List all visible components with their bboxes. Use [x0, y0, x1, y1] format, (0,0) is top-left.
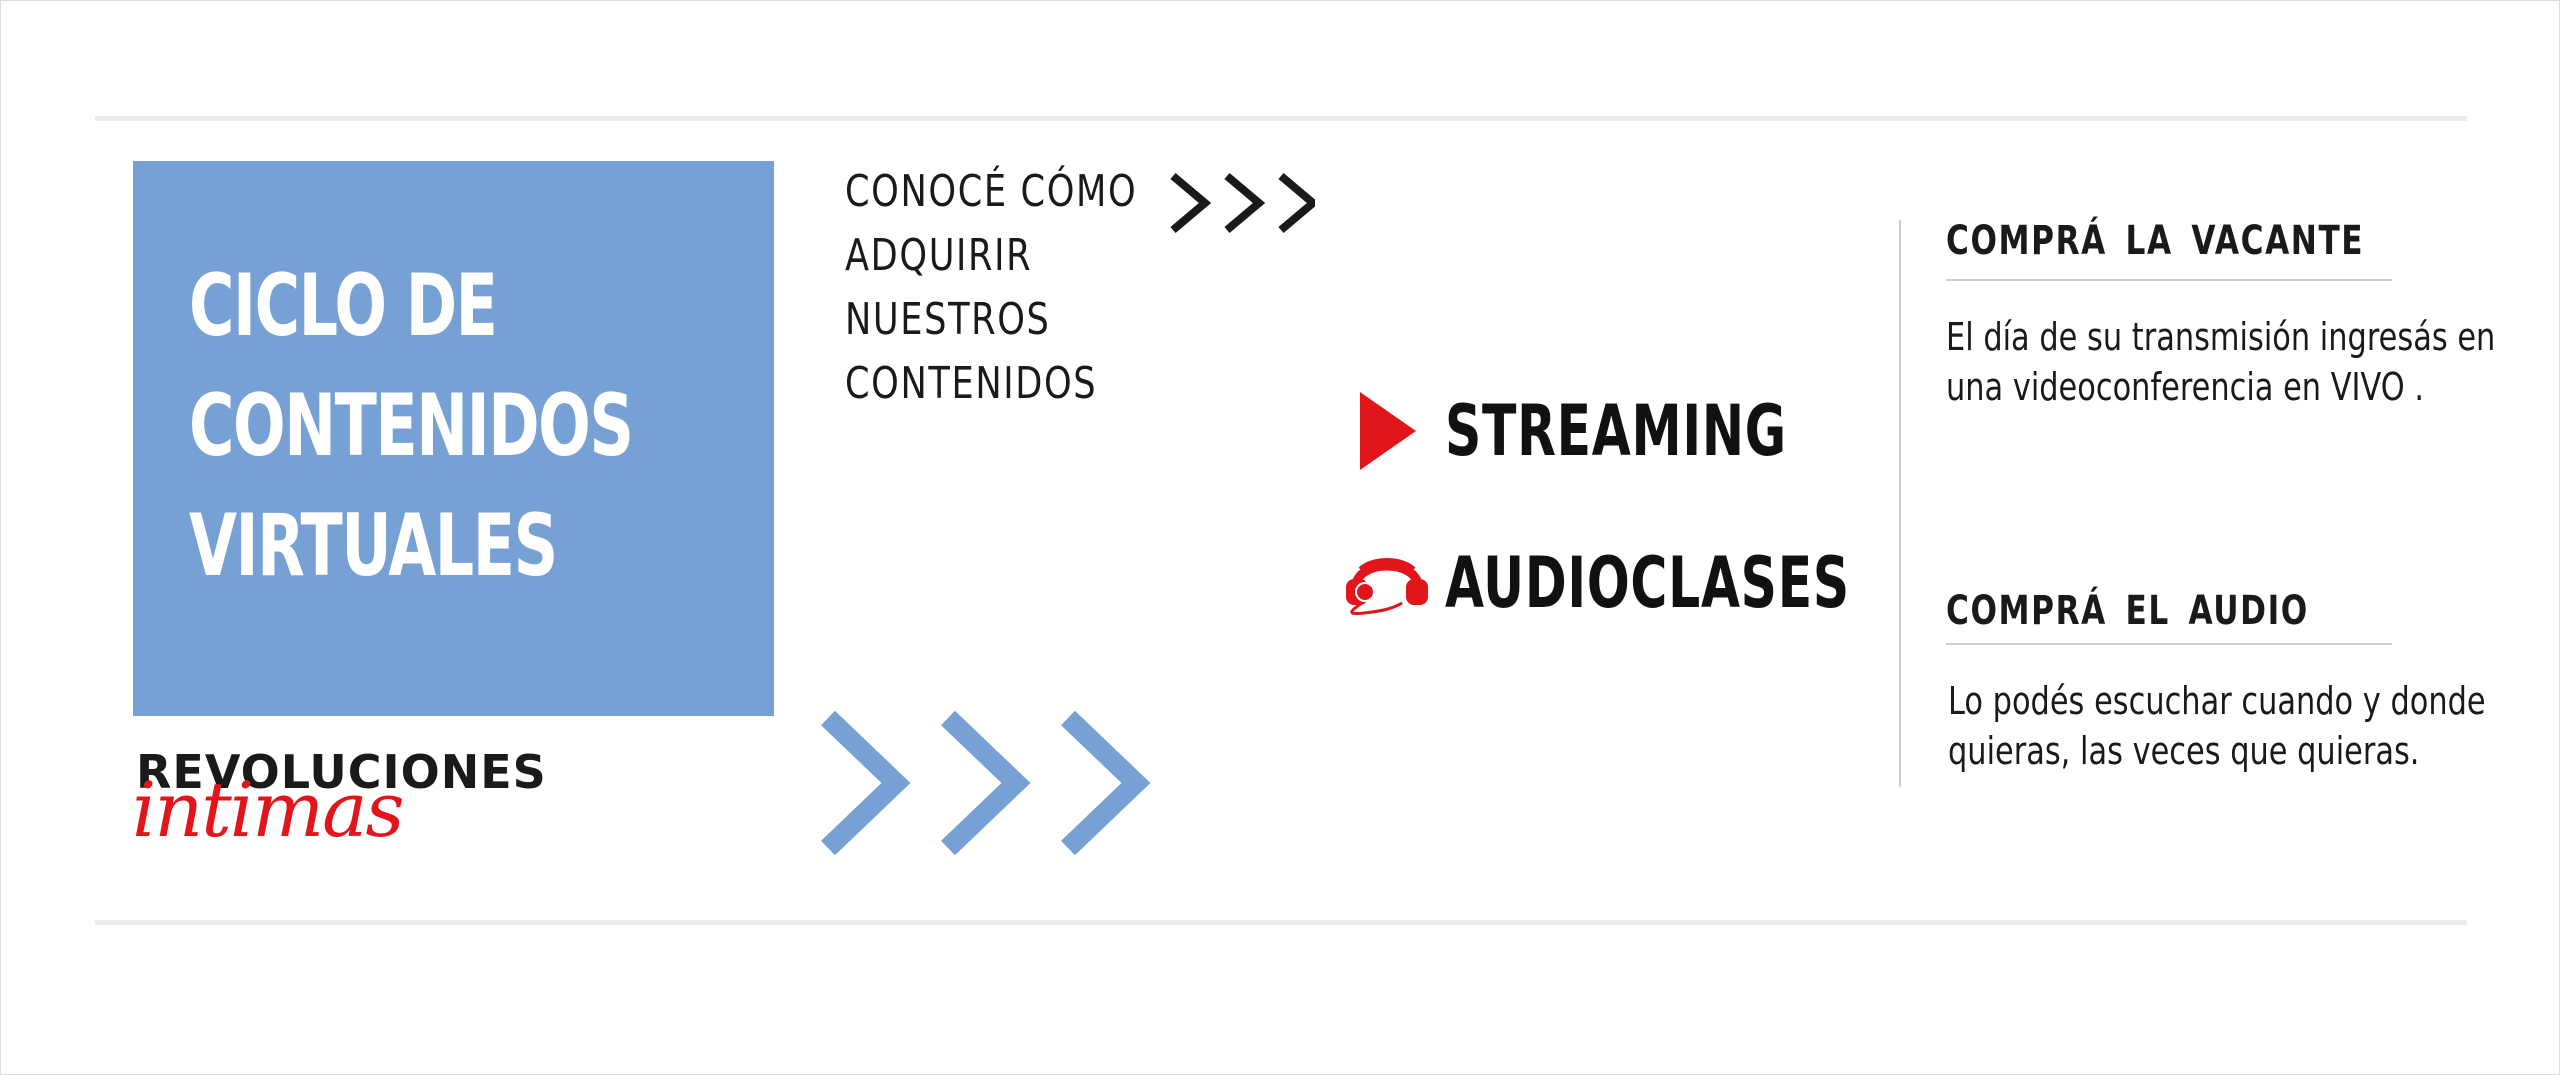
- logo-brand-text: REVOLUCIONES: [136, 745, 547, 799]
- vacante-underline: [1946, 279, 2392, 281]
- play-icon: [1360, 392, 1416, 470]
- headphones-icon: [1346, 558, 1428, 615]
- banner-title-line: CICLO DE: [189, 256, 498, 356]
- intro-text: CONOCÉ CÓMO ADQUIRIR NUESTROS CONTENIDOS: [845, 160, 1137, 416]
- audioclases-label: AUDIOCLASES: [1445, 542, 1850, 624]
- audio-underline: [1946, 643, 2392, 645]
- audio-description-line: quieras, las veces que quieras.: [1948, 729, 2420, 773]
- banner-title-line: VIRTUALES: [189, 496, 558, 596]
- vacante-description-line: El día de su transmisión ingresás en: [1946, 315, 2496, 359]
- large-chevrons-icon: [821, 710, 1151, 856]
- bottom-divider: [95, 920, 2467, 925]
- vertical-divider: [1899, 220, 1901, 787]
- revoluciones-logo: REVOLUCIONES intimas: [132, 745, 546, 875]
- intro-line: NUESTROS: [845, 294, 1051, 345]
- audio-description: Lo podés escuchar cuando y donde quieras…: [1948, 676, 2486, 776]
- vacante-description: El día de su transmisión ingresás en una…: [1946, 312, 2496, 412]
- top-divider: [95, 116, 2467, 121]
- streaming-label: STREAMING: [1445, 390, 1787, 472]
- logo-script-text: intimas: [132, 765, 404, 854]
- intro-line: ADQUIRIR: [845, 230, 1033, 281]
- intro-line: CONOCÉ CÓMO: [845, 166, 1138, 217]
- vacante-description-line: una videoconferencia en VIVO .: [1946, 365, 2425, 409]
- title-panel: CICLO DE CONTENIDOS VIRTUALES: [133, 161, 774, 716]
- audio-heading: COMPRÁ EL AUDIO: [1946, 588, 2309, 634]
- audio-description-line: Lo podés escuchar cuando y donde: [1948, 679, 2486, 723]
- banner-title: CICLO DE CONTENIDOS VIRTUALES: [189, 246, 634, 606]
- intro-line: CONTENIDOS: [845, 358, 1098, 409]
- small-chevrons-icon: [1170, 172, 1315, 234]
- banner-title-line: CONTENIDOS: [189, 376, 634, 476]
- vacante-heading: COMPRÁ LA VACANTE: [1946, 218, 2365, 264]
